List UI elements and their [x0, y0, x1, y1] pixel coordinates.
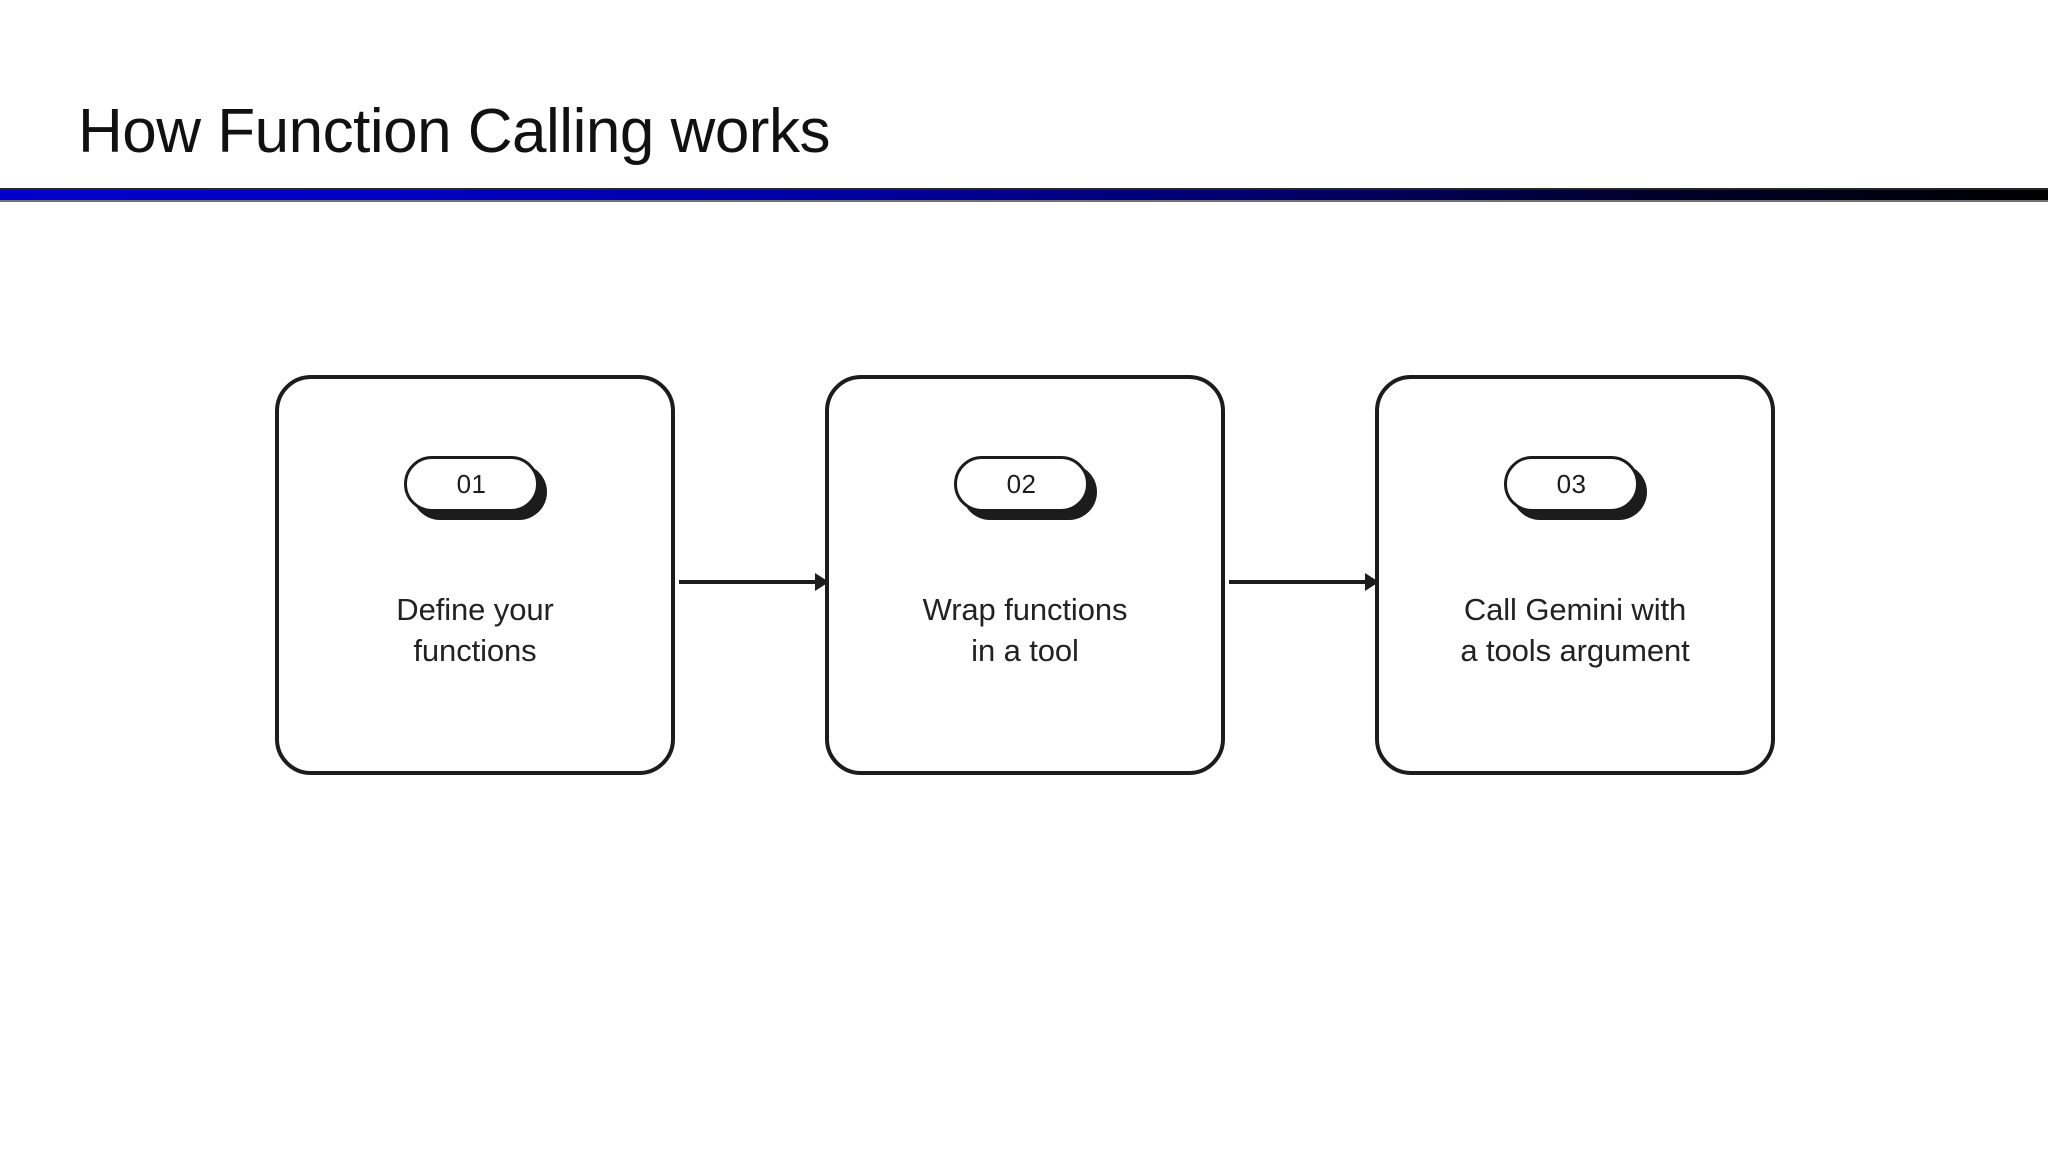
step-label-02: Wrap functions in a tool	[853, 589, 1197, 671]
step-label-line2: a tools argument	[1460, 633, 1690, 668]
badge-number: 02	[1006, 469, 1037, 499]
step-label-line1: Call Gemini with	[1463, 592, 1687, 627]
flow-step-card-02[interactable]: 02 Wrap functions in a tool	[825, 375, 1225, 775]
step-label-03: Call Gemini with a tools argument	[1403, 589, 1747, 671]
step-label-01: Define your functions	[303, 589, 647, 671]
badge-number: 03	[1556, 469, 1587, 499]
flow-diagram: 01 Define your functions 02	[0, 375, 2048, 780]
flow-step-card-03[interactable]: 03 Call Gemini with a tools argument	[1375, 375, 1775, 775]
page-title: How Function Calling works	[78, 97, 830, 166]
step-badge-03: 03	[1504, 456, 1647, 520]
badge-pill: 03	[1504, 456, 1639, 512]
step-label-line2: in a tool	[971, 633, 1079, 668]
step-label-line1: Wrap functions	[922, 592, 1128, 627]
step-label-line1: Define your	[396, 592, 554, 627]
step-badge-02: 02	[954, 456, 1097, 520]
arrow-right-icon-01-to-02	[679, 570, 829, 594]
badge-number: 01	[456, 469, 487, 499]
badge-pill: 02	[954, 456, 1089, 512]
title-divider-rule	[0, 188, 2048, 202]
step-label-line2: functions	[413, 633, 537, 668]
badge-pill: 01	[404, 456, 539, 512]
step-badge-01: 01	[404, 456, 547, 520]
flow-step-card-01[interactable]: 01 Define your functions	[275, 375, 675, 775]
arrow-right-icon-02-to-03	[1229, 570, 1379, 594]
